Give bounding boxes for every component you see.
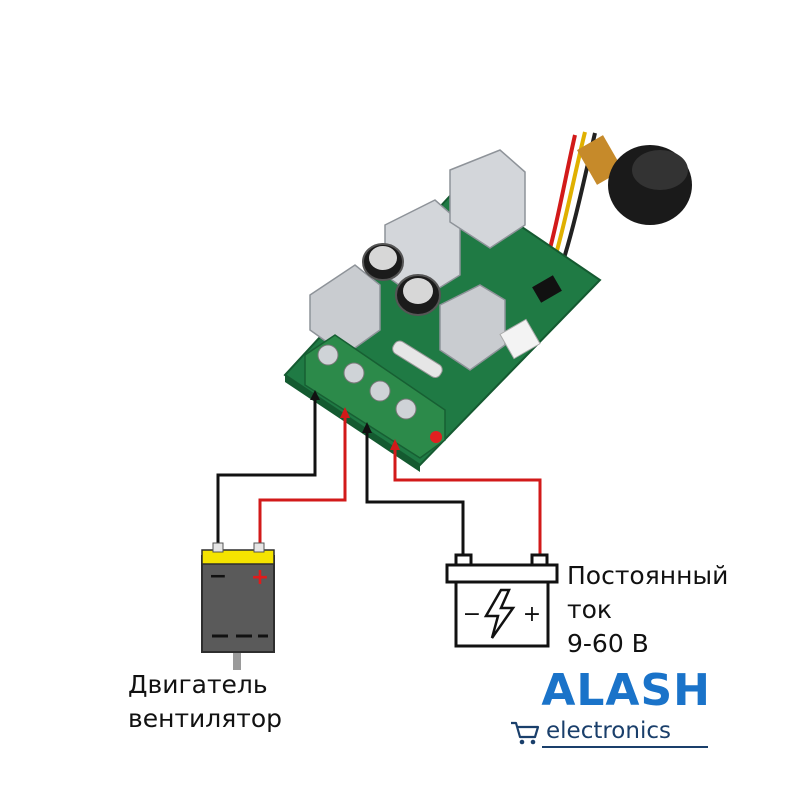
wires xyxy=(216,390,542,555)
motor-terminal-left xyxy=(212,542,224,553)
brand-subtitle: electronics xyxy=(546,718,671,744)
motor: − + xyxy=(201,542,275,670)
supply-label-line2: ток xyxy=(567,595,612,624)
battery-icon xyxy=(445,553,559,648)
motor-label-line2: вентилятор xyxy=(128,704,283,733)
motor-plus-sign: + xyxy=(251,565,269,590)
supply-label-line1: Постоянный xyxy=(567,561,729,590)
wire-motor-plus xyxy=(258,415,347,550)
terminal-screws xyxy=(317,344,417,420)
arrow-supply-minus xyxy=(362,422,372,433)
fuse xyxy=(392,340,443,379)
motor-shaft xyxy=(233,650,241,670)
heatsink-3 xyxy=(449,149,526,249)
knob-icon xyxy=(577,135,692,225)
wire-supply-plus xyxy=(393,447,542,555)
capacitor-2-top xyxy=(403,278,433,304)
led-indicator xyxy=(430,431,442,443)
battery-plus-sign: + xyxy=(523,602,541,627)
motor-minus-sign: − xyxy=(209,564,227,589)
wire-motor-minus xyxy=(216,398,317,550)
brand-name: ALASH xyxy=(541,665,711,716)
arrow-supply-plus xyxy=(390,439,400,450)
lightning-icon xyxy=(483,588,516,639)
wire-connector xyxy=(499,318,541,360)
motor-top-cap xyxy=(201,549,275,565)
heatsink-4 xyxy=(439,284,506,371)
cart-icon xyxy=(511,721,540,745)
capacitor-1-top xyxy=(369,246,397,270)
heatsink-1 xyxy=(309,264,381,356)
supply-label: Постоянный ток 9-60 В xyxy=(567,559,728,661)
motor-label-line1: Двигатель xyxy=(128,670,268,699)
motor-terminal-right xyxy=(253,542,265,553)
arrow-motor-plus xyxy=(340,407,350,418)
motor-label: Двигатель вентилятор xyxy=(128,668,282,736)
pwm-controller-board xyxy=(283,131,602,472)
battery-minus-sign: − xyxy=(463,602,481,627)
brand-underline xyxy=(542,746,708,748)
brand-logo: ALASH electronics xyxy=(506,665,711,748)
wire-supply-minus xyxy=(365,430,465,555)
arrow-motor-minus xyxy=(310,390,320,400)
supply-label-line3: 9-60 В xyxy=(567,629,649,658)
ic-chip xyxy=(532,275,562,303)
